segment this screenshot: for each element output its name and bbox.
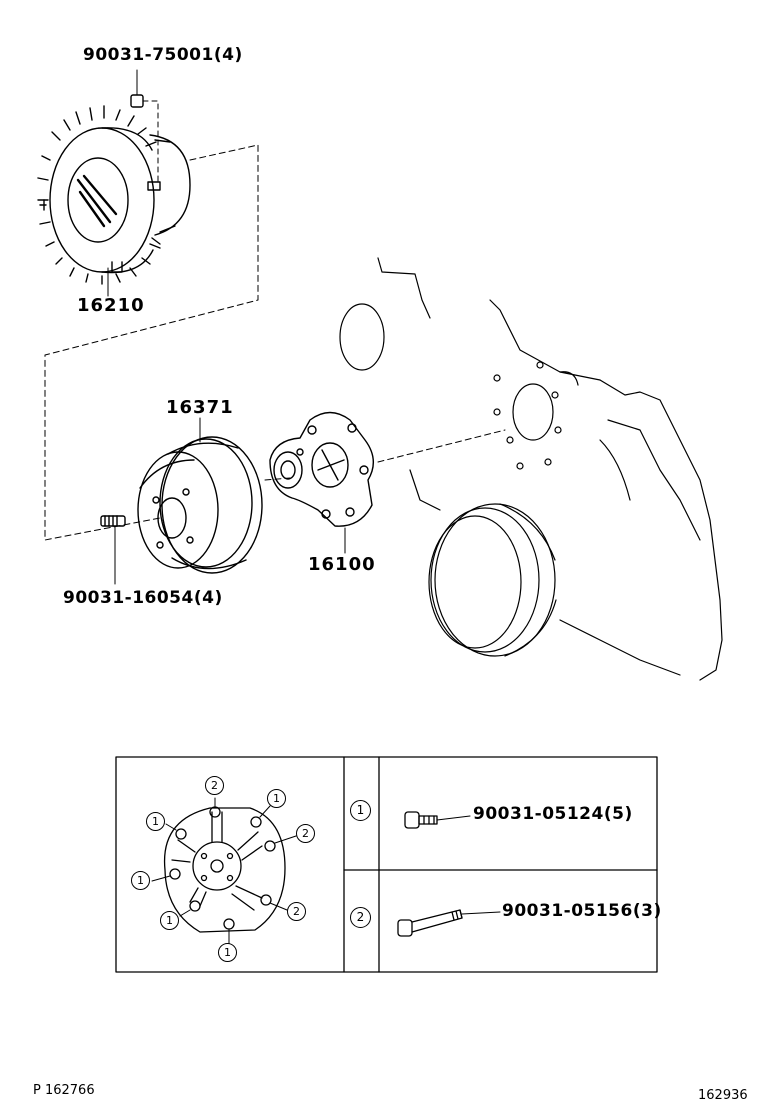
hole-marker: 1 xyxy=(160,911,179,930)
label-fan-clutch-nut: 90031-75001(4) xyxy=(83,45,243,65)
pump-plate-drawing xyxy=(151,797,297,945)
legend-marker-1: 1 xyxy=(350,800,371,821)
water-pump-drawing[interactable] xyxy=(269,411,374,554)
label-pulley: 16371 xyxy=(166,397,234,418)
stud-drawing[interactable] xyxy=(100,515,126,585)
legend-table xyxy=(115,756,658,973)
hole-marker: 2 xyxy=(287,902,306,921)
hole-marker: 2 xyxy=(205,776,224,795)
bolt-short-drawing[interactable] xyxy=(404,811,471,829)
label-water-pump: 16100 xyxy=(308,554,376,575)
label-bolt-short: 90031-05124(5) xyxy=(473,804,633,824)
alignment-lines xyxy=(44,144,506,541)
hole-marker: 1 xyxy=(146,812,165,831)
legend-marker-2: 2 xyxy=(350,907,371,928)
footer-left-code: P 162766 xyxy=(33,1083,95,1098)
label-fan-clutch: 16210 xyxy=(77,295,145,316)
crank-pulley-outline xyxy=(428,503,557,657)
hole-marker: 1 xyxy=(218,943,237,962)
footer-right-code: 162936 xyxy=(698,1088,748,1103)
fan-clutch-nut-drawing[interactable] xyxy=(130,69,159,183)
engine-block-outline xyxy=(339,257,723,681)
hole-marker: 1 xyxy=(131,871,150,890)
hole-marker: 2 xyxy=(296,824,315,843)
fan-clutch-drawing[interactable] xyxy=(37,105,191,285)
bolt-long-drawing[interactable] xyxy=(397,909,501,937)
pulley-drawing[interactable] xyxy=(137,417,263,574)
label-stud: 90031-16054(4) xyxy=(63,588,223,608)
hole-marker: 1 xyxy=(267,789,286,808)
label-bolt-long: 90031-05156(3) xyxy=(502,901,662,921)
